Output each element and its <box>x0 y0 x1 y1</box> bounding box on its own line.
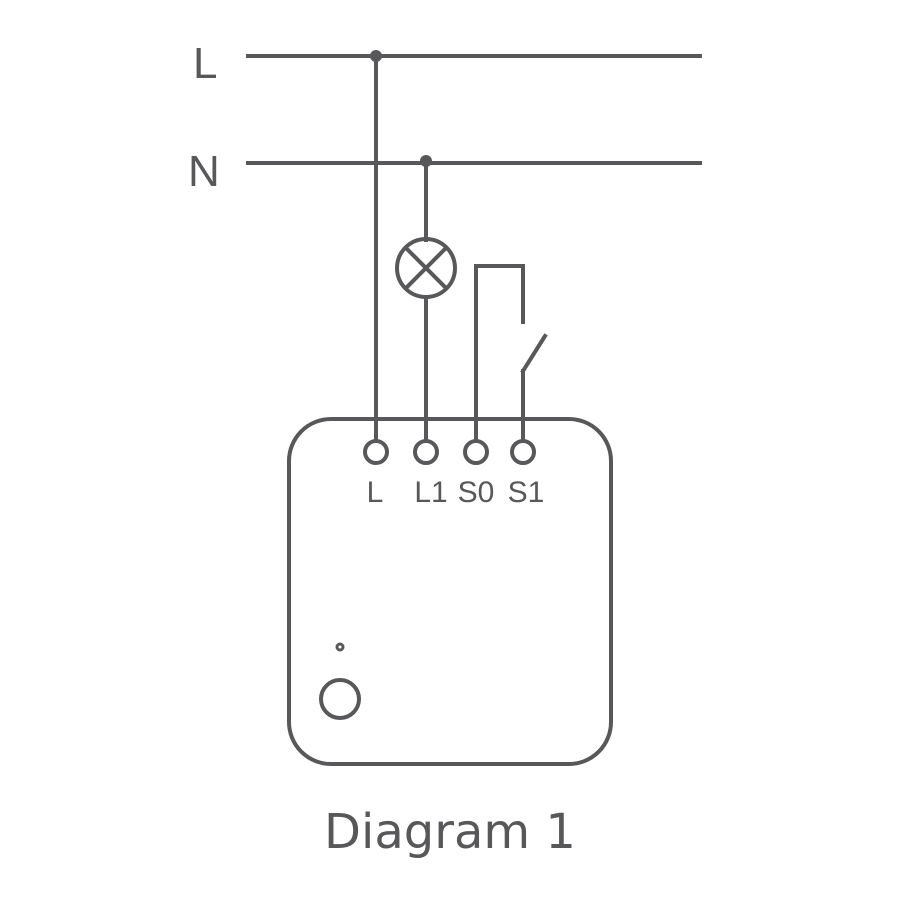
terminal-s0 <box>463 439 489 465</box>
terminal-label-s1: S1 <box>508 476 545 509</box>
neutral-rail-label: N <box>188 147 220 196</box>
switch-icon <box>474 264 548 442</box>
led-indicator-icon <box>335 642 345 652</box>
terminal-label-s0: S0 <box>458 476 495 509</box>
terminal-label-l1: L1 <box>414 476 447 509</box>
device-button-icon <box>319 678 361 720</box>
terminal-l <box>363 439 389 465</box>
terminal-label-l: L <box>367 476 384 509</box>
switch-module-body <box>287 417 613 766</box>
terminal-l1 <box>413 439 439 465</box>
live-rail-label: L <box>193 39 217 88</box>
lamp-icon <box>395 237 457 299</box>
diagram-caption: Diagram 1 <box>324 804 576 860</box>
terminal-s1 <box>510 439 536 465</box>
